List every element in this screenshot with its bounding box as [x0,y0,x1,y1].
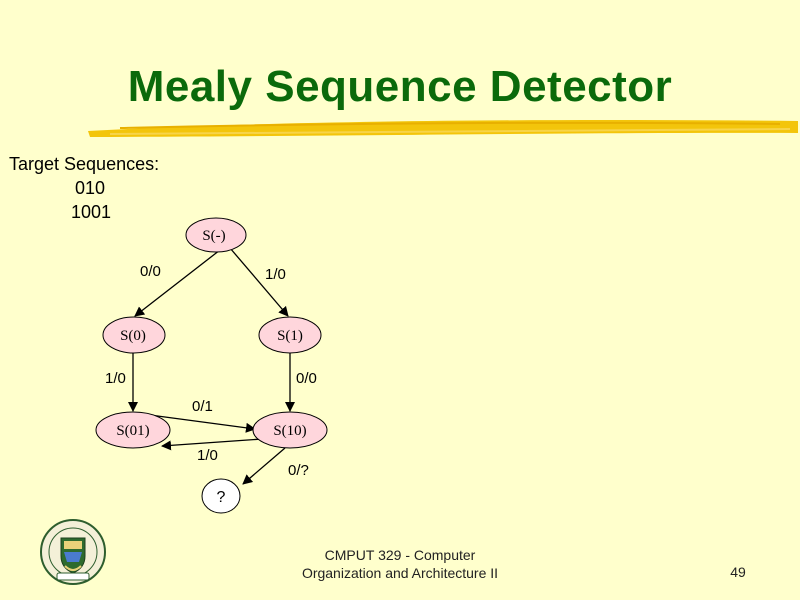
state-unknown-label: ? [217,489,226,506]
university-crest-icon [40,519,106,585]
label-s01-to-10: 0/1 [192,398,213,415]
state-s1: S(1) [258,316,322,354]
slide-title: Mealy Sequence Detector [127,62,673,111]
label-s1-to-10: 0/0 [296,370,317,387]
edge-dash-to-1 [229,247,289,317]
state-s0-label: S(0) [120,328,146,344]
state-s10: S(10) [252,411,328,449]
footer-line-1: CMPUT 329 - Computer [324,547,476,563]
target-label: Target Sequences: [9,154,160,174]
target-sequences: Target Sequences: 010 1001 [9,152,159,224]
label-s0-to-01: 1/0 [105,370,126,387]
label-s10-to-01: 1/0 [197,447,218,464]
state-s01-label: S(01) [116,423,149,439]
state-s01: S(01) [95,411,171,449]
edge-01-to-10 [149,414,256,433]
label-dash-to-0: 0/0 [140,263,161,280]
label-s10-to-unknown: 0/? [288,462,309,479]
label-dash-to-1: 1/0 [265,266,286,283]
slide-footer: CMPUT 329 - Computer Organization and Ar… [250,546,550,582]
target-sequence-2: 1001 [71,202,112,222]
footer-line-2: Organization and Architecture II [301,565,499,581]
page-number: 49 [730,564,746,580]
edge-10-to-unknown [242,447,286,485]
target-sequence-1: 010 [75,178,106,198]
state-s-dash-label: S(-) [202,228,225,244]
state-s-dash: S(-) [185,217,247,253]
state-unknown: ? [201,478,241,514]
state-s1-label: S(1) [277,328,303,344]
edge-dash-to-0 [134,249,221,317]
state-s0: S(0) [102,316,166,354]
state-s10-label: S(10) [273,423,306,439]
